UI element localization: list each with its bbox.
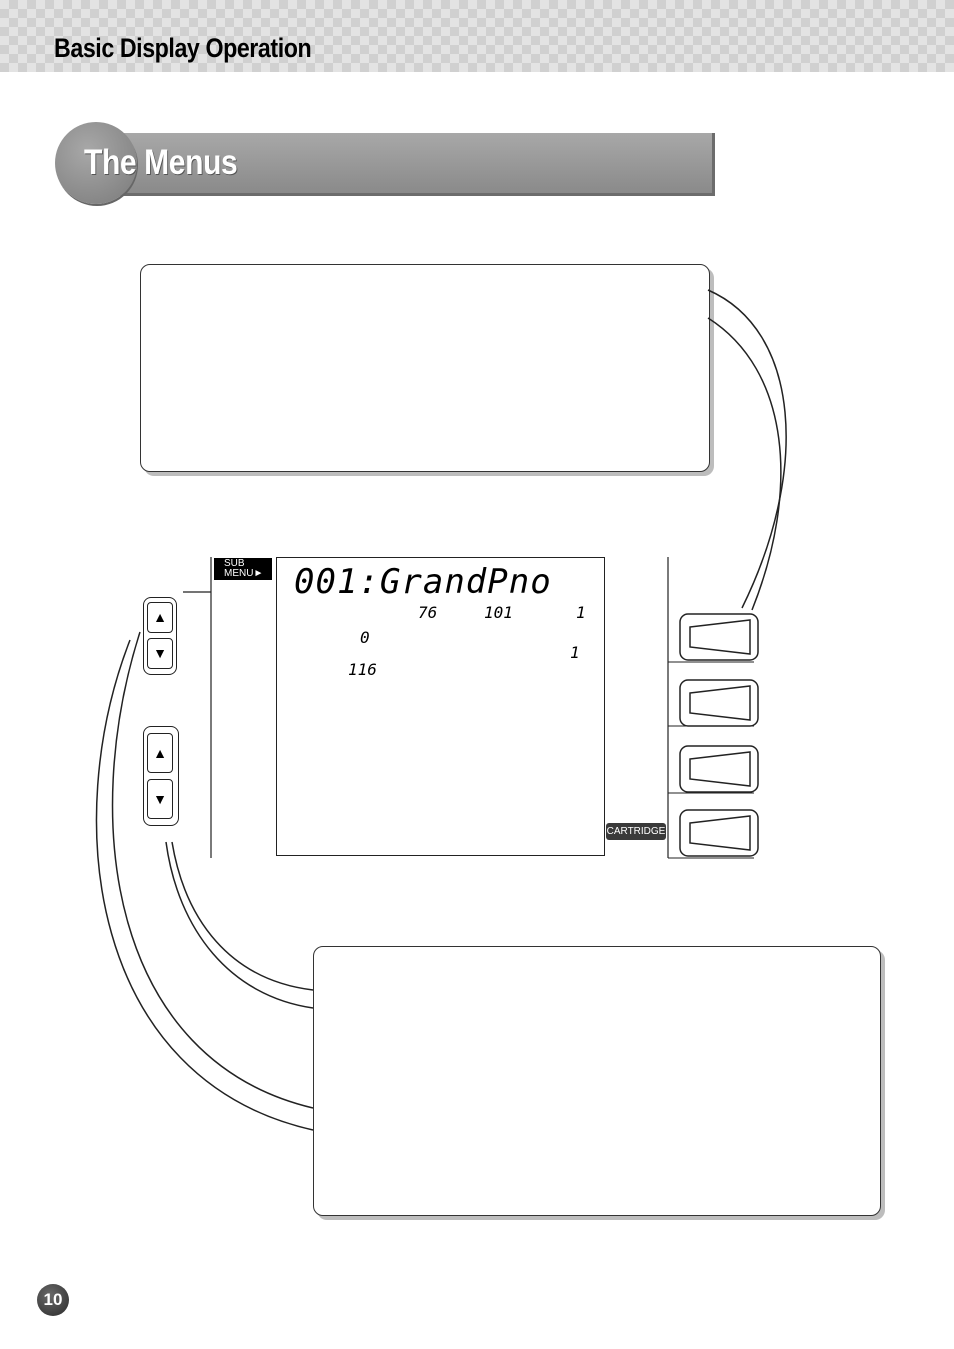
banner-circle — [55, 122, 137, 204]
bottom-callout-box — [313, 946, 881, 1216]
voice-number: 001 — [294, 562, 359, 602]
voice-display: 001:GrandPno — [294, 562, 552, 602]
lcd-display — [276, 557, 605, 856]
lcd-value-2: 101 — [484, 603, 513, 622]
transpose-value: 0 — [360, 628, 370, 647]
cartridge-label: CARTRIDGE — [606, 823, 666, 840]
down-arrow-icon[interactable]: ▼ — [147, 779, 173, 819]
lcd-value-1: 76 — [418, 603, 438, 622]
sub-menu-label: SUB MENU► — [214, 558, 272, 580]
sub-menu-line-1: SUB — [224, 558, 245, 569]
down-arrow-icon[interactable]: ▼ — [147, 638, 173, 669]
tempo-value: 116 — [348, 660, 377, 679]
page-title: The Menus — [84, 143, 238, 182]
up-down-button-1[interactable]: ▲ ▼ — [143, 597, 177, 675]
sub-menu-line-2: MENU► — [224, 568, 264, 579]
page-number: 10 — [37, 1284, 69, 1316]
lcd-value-3: 1 — [576, 603, 586, 622]
up-arrow-icon[interactable]: ▲ — [147, 733, 173, 773]
banner-bar — [95, 133, 715, 196]
up-arrow-icon[interactable]: ▲ — [147, 602, 173, 633]
page-header: Basic Display Operation — [0, 0, 954, 72]
up-down-button-2[interactable]: ▲ ▼ — [143, 726, 179, 826]
right-value: 1 — [570, 643, 580, 662]
section-title: Basic Display Operation — [54, 33, 312, 63]
right-button-1 — [679, 613, 759, 661]
right-button-3 — [679, 745, 759, 793]
voice-name: GrandPno — [379, 562, 552, 602]
top-callout-box — [140, 264, 710, 472]
right-button-2 — [679, 679, 759, 727]
right-button-4 — [679, 809, 759, 857]
